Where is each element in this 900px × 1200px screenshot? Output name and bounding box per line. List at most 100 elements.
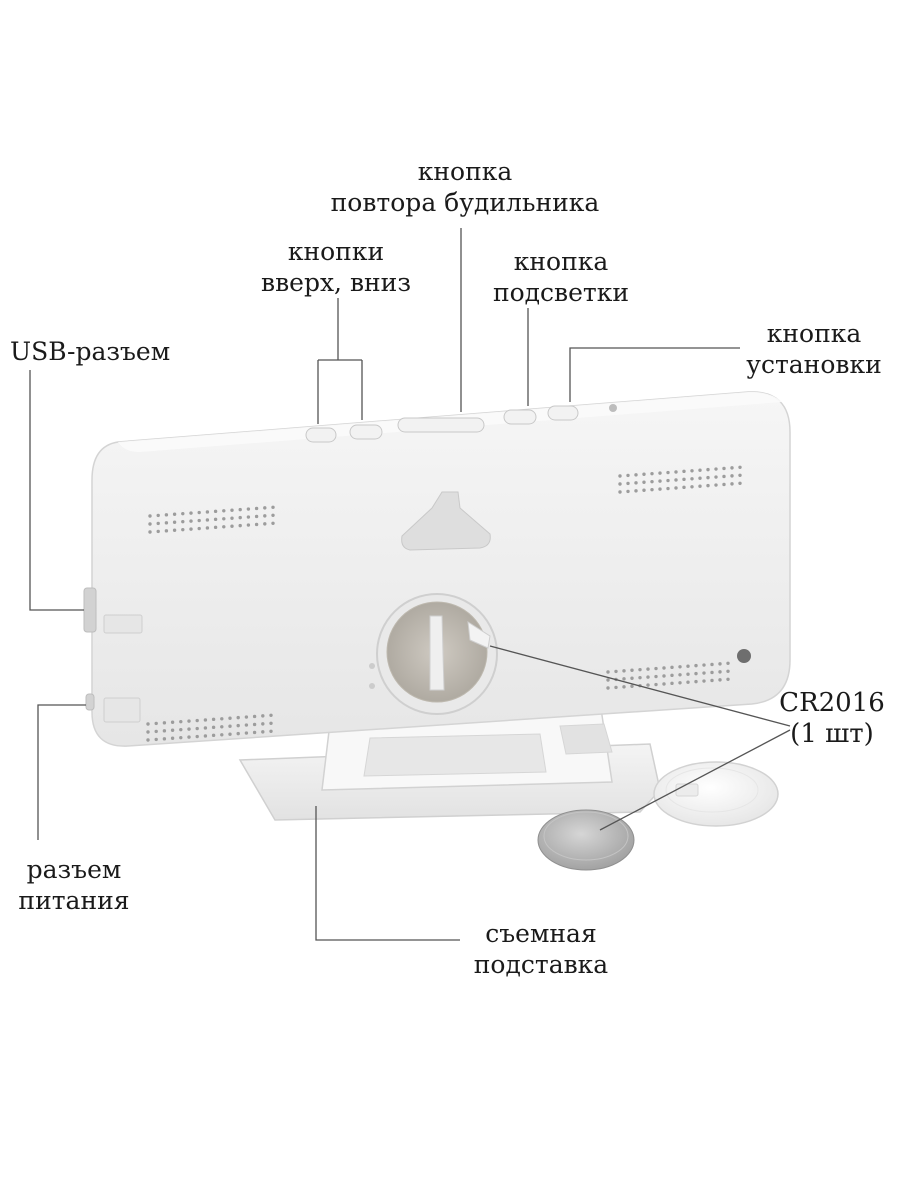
label-setup-line2: установки [746,350,882,379]
grille-dot [222,525,226,529]
grille-dot [690,469,694,473]
grille-dot [646,683,650,687]
grille-dot [730,466,734,470]
grille-dot [670,673,674,678]
grille-dot [172,520,177,524]
grille-dot [662,666,666,670]
leader-usb [29,370,84,611]
grille-dot [244,723,249,727]
grille-dot [682,469,686,474]
grille-dot [269,721,273,725]
grille-dot [156,521,160,526]
grille-dot [698,476,702,480]
grille-dot [236,715,240,720]
grille-dot [662,674,666,678]
grille-dot [220,733,224,737]
grille-dot [670,681,674,686]
grille-dot [618,490,622,494]
grille-dot [154,737,158,742]
grille-dot [269,729,273,733]
grille-dot [179,727,183,732]
usb-port[interactable] [83,587,97,633]
grille-dot [722,466,726,471]
grille-dot [682,485,686,490]
grille-dot [187,719,191,723]
grille-dot [682,477,686,482]
backlight-button[interactable] [503,409,537,425]
grille-dot [154,729,158,734]
grille-dot [658,471,662,475]
grille-dot [162,729,167,733]
label-stand-line1: съемная [485,919,597,948]
grille-dot [630,676,634,680]
grille-dot [666,470,670,475]
grille-dot [189,519,193,523]
grille-dot [164,529,169,533]
grille-dot [146,738,150,742]
grille-dot [252,730,257,735]
grille-dot [181,511,185,516]
grille-dot [252,714,257,719]
grille-dot [205,510,210,514]
grille-dot [172,528,177,532]
grille-dot [726,677,730,681]
grille-dot [230,508,234,512]
grille-dot [261,714,265,718]
grille-dot [269,713,273,717]
label-stand: съемная подставка [456,918,626,980]
grille-dot [271,521,275,525]
grille-dot [179,735,183,740]
leader-setup [569,347,740,402]
grille-dot [730,474,734,478]
grille-dot [690,477,694,481]
grille-dot [181,527,185,532]
grille-dot [162,737,167,741]
grille-dot [263,522,267,526]
grille-dot [738,465,742,469]
reset-hole [737,649,751,663]
grille-dot [666,486,670,491]
battery-compartment [369,593,498,715]
grille-dot [254,522,259,527]
snooze-button[interactable] [397,417,485,433]
battery-cover [653,761,779,827]
grille-dot [626,489,630,494]
grille-dot [726,661,730,665]
label-stand-line2: подставка [473,950,609,979]
label-battery-line2: (1 шт) [790,719,874,749]
grille-dot [606,678,610,682]
grille-dot [228,716,232,720]
power-port[interactable] [85,693,95,711]
label-battery-line1: CR2016 [779,688,885,718]
grille-dot [222,517,226,521]
down-button[interactable] [349,424,383,440]
label-updown-line2: вверх, вниз [261,268,411,297]
grille-dot [228,724,232,728]
grille-dot [220,725,224,729]
grille-dot [154,721,158,726]
setup-button[interactable] [547,405,579,421]
grille-dot [187,727,191,731]
grille-dot [626,481,630,486]
grille-dot [170,736,175,740]
grille-dot [670,665,674,670]
grille-dot [710,670,714,675]
grille-dot [162,721,167,725]
grille-dot [642,472,646,476]
grille-dot [211,717,216,722]
grille-dot [650,471,654,476]
up-button[interactable] [305,427,337,443]
grille-dot [230,516,234,520]
label-setup-line1: кнопка [766,319,862,348]
grille-dot [678,665,682,669]
grille-dot [189,511,193,515]
grille-dot [211,733,216,738]
grille-dot [714,483,718,487]
grille-dot [730,482,734,486]
grille-dot [698,484,702,488]
grille-dot [706,467,710,472]
grille-dot [205,526,210,530]
grille-dot [261,722,265,726]
top-buttons [305,404,617,443]
grille-dot [244,731,249,735]
